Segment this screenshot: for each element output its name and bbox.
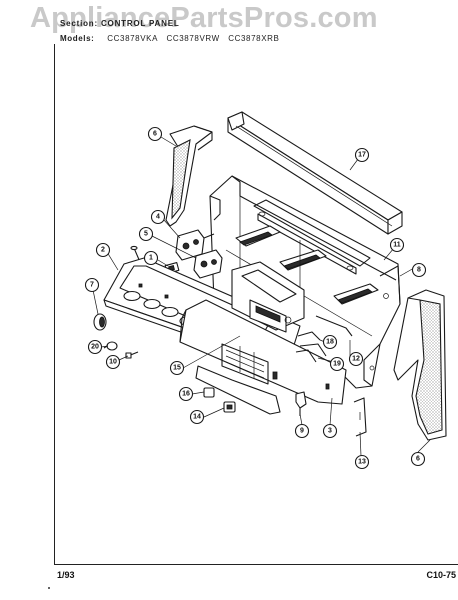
svg-text:18: 18 [326, 339, 334, 346]
svg-text:5: 5 [144, 231, 148, 238]
control-housing-part [209, 175, 401, 389]
right-end-trim-part [393, 289, 447, 441]
svg-text:9: 9 [300, 428, 304, 435]
section-title: Section: CONTROL PANEL [60, 19, 180, 28]
callout-13: 13 [354, 454, 370, 470]
svg-text:19: 19 [333, 361, 341, 368]
models-label: Models: [60, 34, 95, 43]
callout-5: 5 [138, 226, 154, 242]
top-rail-part [227, 111, 403, 235]
bracket-part [295, 349, 317, 363]
svg-text:13: 13 [358, 459, 366, 466]
left-end-trim-part [165, 125, 213, 227]
model-number: CC3878XRB [228, 34, 280, 43]
svg-text:7: 7 [90, 282, 94, 289]
callout-11: 11 [389, 237, 405, 253]
svg-text:6: 6 [153, 131, 157, 138]
watermark-logo: AppliancePartsPros.com [30, 2, 378, 34]
svg-text:11: 11 [393, 242, 401, 249]
svg-text:3: 3 [328, 428, 332, 435]
clock-display-part [231, 261, 305, 333]
callout-15: 15 [169, 360, 185, 376]
pin-part [125, 351, 139, 359]
svg-text:12: 12 [352, 356, 360, 363]
svg-text:8: 8 [417, 267, 421, 274]
svg-text:1: 1 [149, 255, 153, 262]
svg-text:4: 4 [156, 214, 160, 221]
callout-20: 20 [87, 339, 103, 355]
callout-9: 9 [294, 423, 310, 439]
callout-4: 4 [150, 209, 166, 225]
diagram-frame [54, 44, 458, 565]
callout-6a: 6 [147, 126, 163, 142]
callout-2: 2 [95, 242, 111, 258]
svg-text:2: 2 [101, 247, 105, 254]
clip-part [295, 391, 307, 416]
callout-14: 14 [189, 409, 205, 425]
model-number: CC3878VKA [107, 34, 159, 43]
button-part [223, 401, 236, 413]
model-number: CC3878VRW [166, 34, 220, 43]
button-part [203, 387, 215, 398]
date-code: 1/93 [57, 570, 75, 580]
callout-6b: 6 [410, 451, 426, 467]
callout-16: 16 [178, 386, 194, 402]
callout-7: 7 [84, 277, 100, 293]
bracket-part [297, 331, 327, 357]
callout-3: 3 [322, 423, 338, 439]
bracket-part [353, 397, 367, 437]
callout-12: 12 [348, 351, 364, 367]
page-code: C10-75 [426, 570, 456, 580]
callout-18: 18 [322, 334, 338, 350]
svg-text:10: 10 [109, 359, 117, 366]
switch-part [193, 249, 223, 279]
strip-part [315, 315, 353, 337]
svg-text:16: 16 [182, 391, 190, 398]
lower-trim-panel-part [179, 299, 347, 415]
stray-mark [48, 587, 50, 589]
callout-19: 19 [329, 356, 345, 372]
switch-part [175, 229, 215, 261]
callout-8: 8 [411, 262, 427, 278]
svg-text:17: 17 [358, 152, 366, 159]
svg-text:20: 20 [91, 344, 99, 351]
callout-1: 1 [143, 250, 159, 266]
callout-10: 10 [105, 354, 121, 370]
knob-part [93, 313, 107, 331]
models-line: Models: CC3878VKA CC3878VRW CC3878XRB [60, 34, 279, 43]
callout-17: 17 [354, 147, 370, 163]
svg-text:6: 6 [416, 456, 420, 463]
svg-text:15: 15 [173, 365, 181, 372]
svg-text:14: 14 [193, 414, 201, 421]
